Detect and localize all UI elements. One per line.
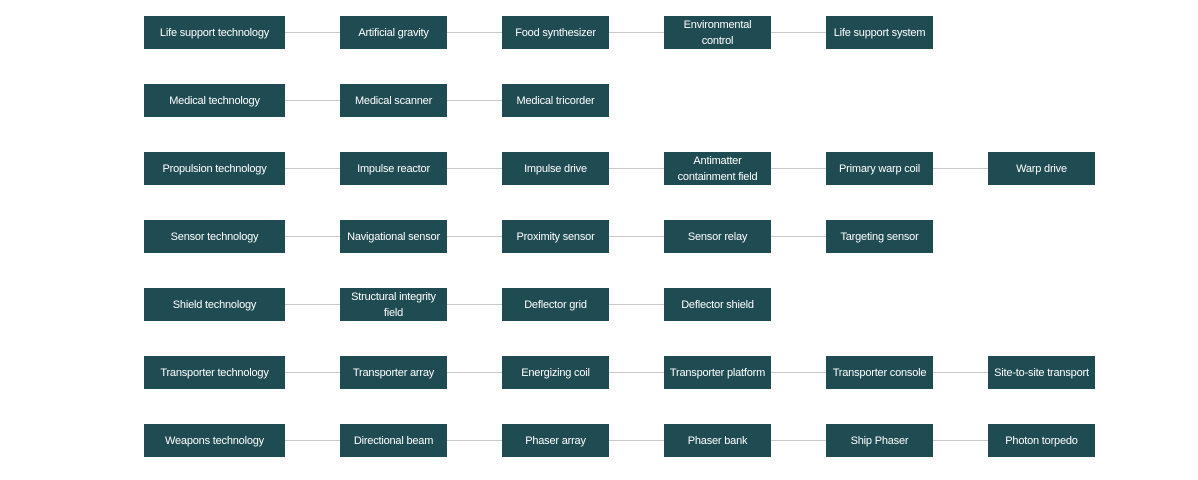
tech-row-sensor: Sensor technology Navigational sensor Pr…	[0, 220, 1198, 253]
root-node[interactable]: Weapons technology	[144, 424, 285, 457]
tech-node[interactable]: Deflector grid	[502, 288, 609, 321]
tech-node[interactable]: Structural integrity field	[340, 288, 447, 321]
tech-node[interactable]: Directional beam	[340, 424, 447, 457]
tech-row-shield: Shield technology Structural integrity f…	[0, 288, 1198, 321]
tech-node[interactable]: Warp drive	[988, 152, 1095, 185]
tech-node[interactable]: Phaser bank	[664, 424, 771, 457]
root-node[interactable]: Sensor technology	[144, 220, 285, 253]
tech-node[interactable]: Transporter platform	[664, 356, 771, 389]
tech-node[interactable]: Transporter array	[340, 356, 447, 389]
row-connector-line	[285, 372, 988, 373]
tech-node[interactable]: Transporter console	[826, 356, 933, 389]
tech-node[interactable]: Site-to-site transport	[988, 356, 1095, 389]
tech-node[interactable]: Proximity sensor	[502, 220, 609, 253]
row-connector-line	[285, 440, 988, 441]
tech-node[interactable]: Targeting sensor	[826, 220, 933, 253]
tech-node[interactable]: Medical scanner	[340, 84, 447, 117]
tech-node[interactable]: Phaser array	[502, 424, 609, 457]
tech-node[interactable]: Deflector shield	[664, 288, 771, 321]
tech-node[interactable]: Impulse drive	[502, 152, 609, 185]
tech-row-weapons: Weapons technology Directional beam Phas…	[0, 424, 1198, 457]
tech-node[interactable]: Photon torpedo	[988, 424, 1095, 457]
tech-node[interactable]: Food synthesizer	[502, 16, 609, 49]
tech-node[interactable]: Environmental control	[664, 16, 771, 49]
tech-node[interactable]: Medical tricorder	[502, 84, 609, 117]
tech-node[interactable]: Sensor relay	[664, 220, 771, 253]
tech-node[interactable]: Energizing coil	[502, 356, 609, 389]
root-node[interactable]: Shield technology	[144, 288, 285, 321]
tech-node[interactable]: Primary warp coil	[826, 152, 933, 185]
root-node[interactable]: Transporter technology	[144, 356, 285, 389]
row-connector-line	[285, 168, 988, 169]
tech-row-propulsion: Propulsion technology Impulse reactor Im…	[0, 152, 1198, 185]
tech-row-life-support: Life support technology Artificial gravi…	[0, 16, 1198, 49]
root-node[interactable]: Medical technology	[144, 84, 285, 117]
row-connector-line	[285, 304, 664, 305]
tech-node[interactable]: Life support system	[826, 16, 933, 49]
tech-node[interactable]: Impulse reactor	[340, 152, 447, 185]
tech-node[interactable]: Artificial gravity	[340, 16, 447, 49]
tech-row-medical: Medical technology Medical scanner Medic…	[0, 84, 1198, 117]
root-node[interactable]: Propulsion technology	[144, 152, 285, 185]
root-node[interactable]: Life support technology	[144, 16, 285, 49]
tech-node[interactable]: Navigational sensor	[340, 220, 447, 253]
tech-node[interactable]: Ship Phaser	[826, 424, 933, 457]
tech-node[interactable]: Antimatter containment field	[664, 152, 771, 185]
tech-row-transporter: Transporter technology Transporter array…	[0, 356, 1198, 389]
